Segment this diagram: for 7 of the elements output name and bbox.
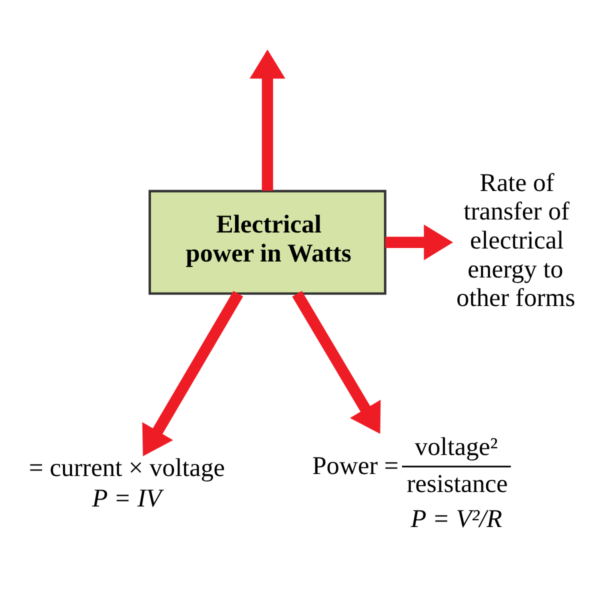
node-box: Electrical power in Watts xyxy=(148,190,386,295)
node-text: Rate of transfer of electrical energy to other forms xyxy=(456,168,576,312)
arrow xyxy=(250,50,286,191)
arrow xyxy=(142,290,244,456)
arrow xyxy=(292,290,381,434)
arrow xyxy=(385,224,454,260)
node-text: = current × voltage P = IV xyxy=(28,452,225,512)
